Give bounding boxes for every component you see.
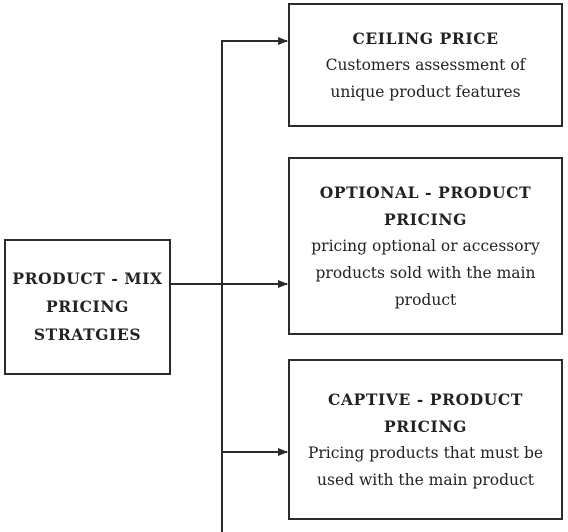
box-title: CEILING PRICE xyxy=(352,28,499,48)
product-mix-pricing-strategies-box: PRODUCT - MIX PRICING STRATGIES xyxy=(4,239,171,375)
box-description: Pricing products that must be xyxy=(307,443,544,462)
root-title-line: STRATGIES xyxy=(33,325,142,344)
box-title: CAPTIVE - PRODUCT xyxy=(328,389,523,409)
box-title: OPTIONAL - PRODUCT xyxy=(319,182,532,202)
root-title-line: PRICING xyxy=(46,297,129,316)
box-description: unique product features xyxy=(330,82,521,101)
box-description: products sold with the main xyxy=(315,263,536,282)
box-description: used with the main product xyxy=(317,470,534,489)
box-title: PRICING xyxy=(384,209,467,229)
box-title: PRICING xyxy=(384,416,467,436)
root-title-line: PRODUCT - MIX xyxy=(12,269,163,288)
box-description: pricing optional or accessory xyxy=(311,236,540,255)
ceiling-price-box: CEILING PRICE Customers assessment of un… xyxy=(288,3,563,127)
optional-product-pricing-box: OPTIONAL - PRODUCT PRICING pricing optio… xyxy=(288,157,563,335)
box-description: Customers assessment of xyxy=(325,55,526,74)
box-description: product xyxy=(394,290,457,309)
captive-product-pricing-box: CAPTIVE - PRODUCT PRICING Pricing produc… xyxy=(288,359,563,520)
